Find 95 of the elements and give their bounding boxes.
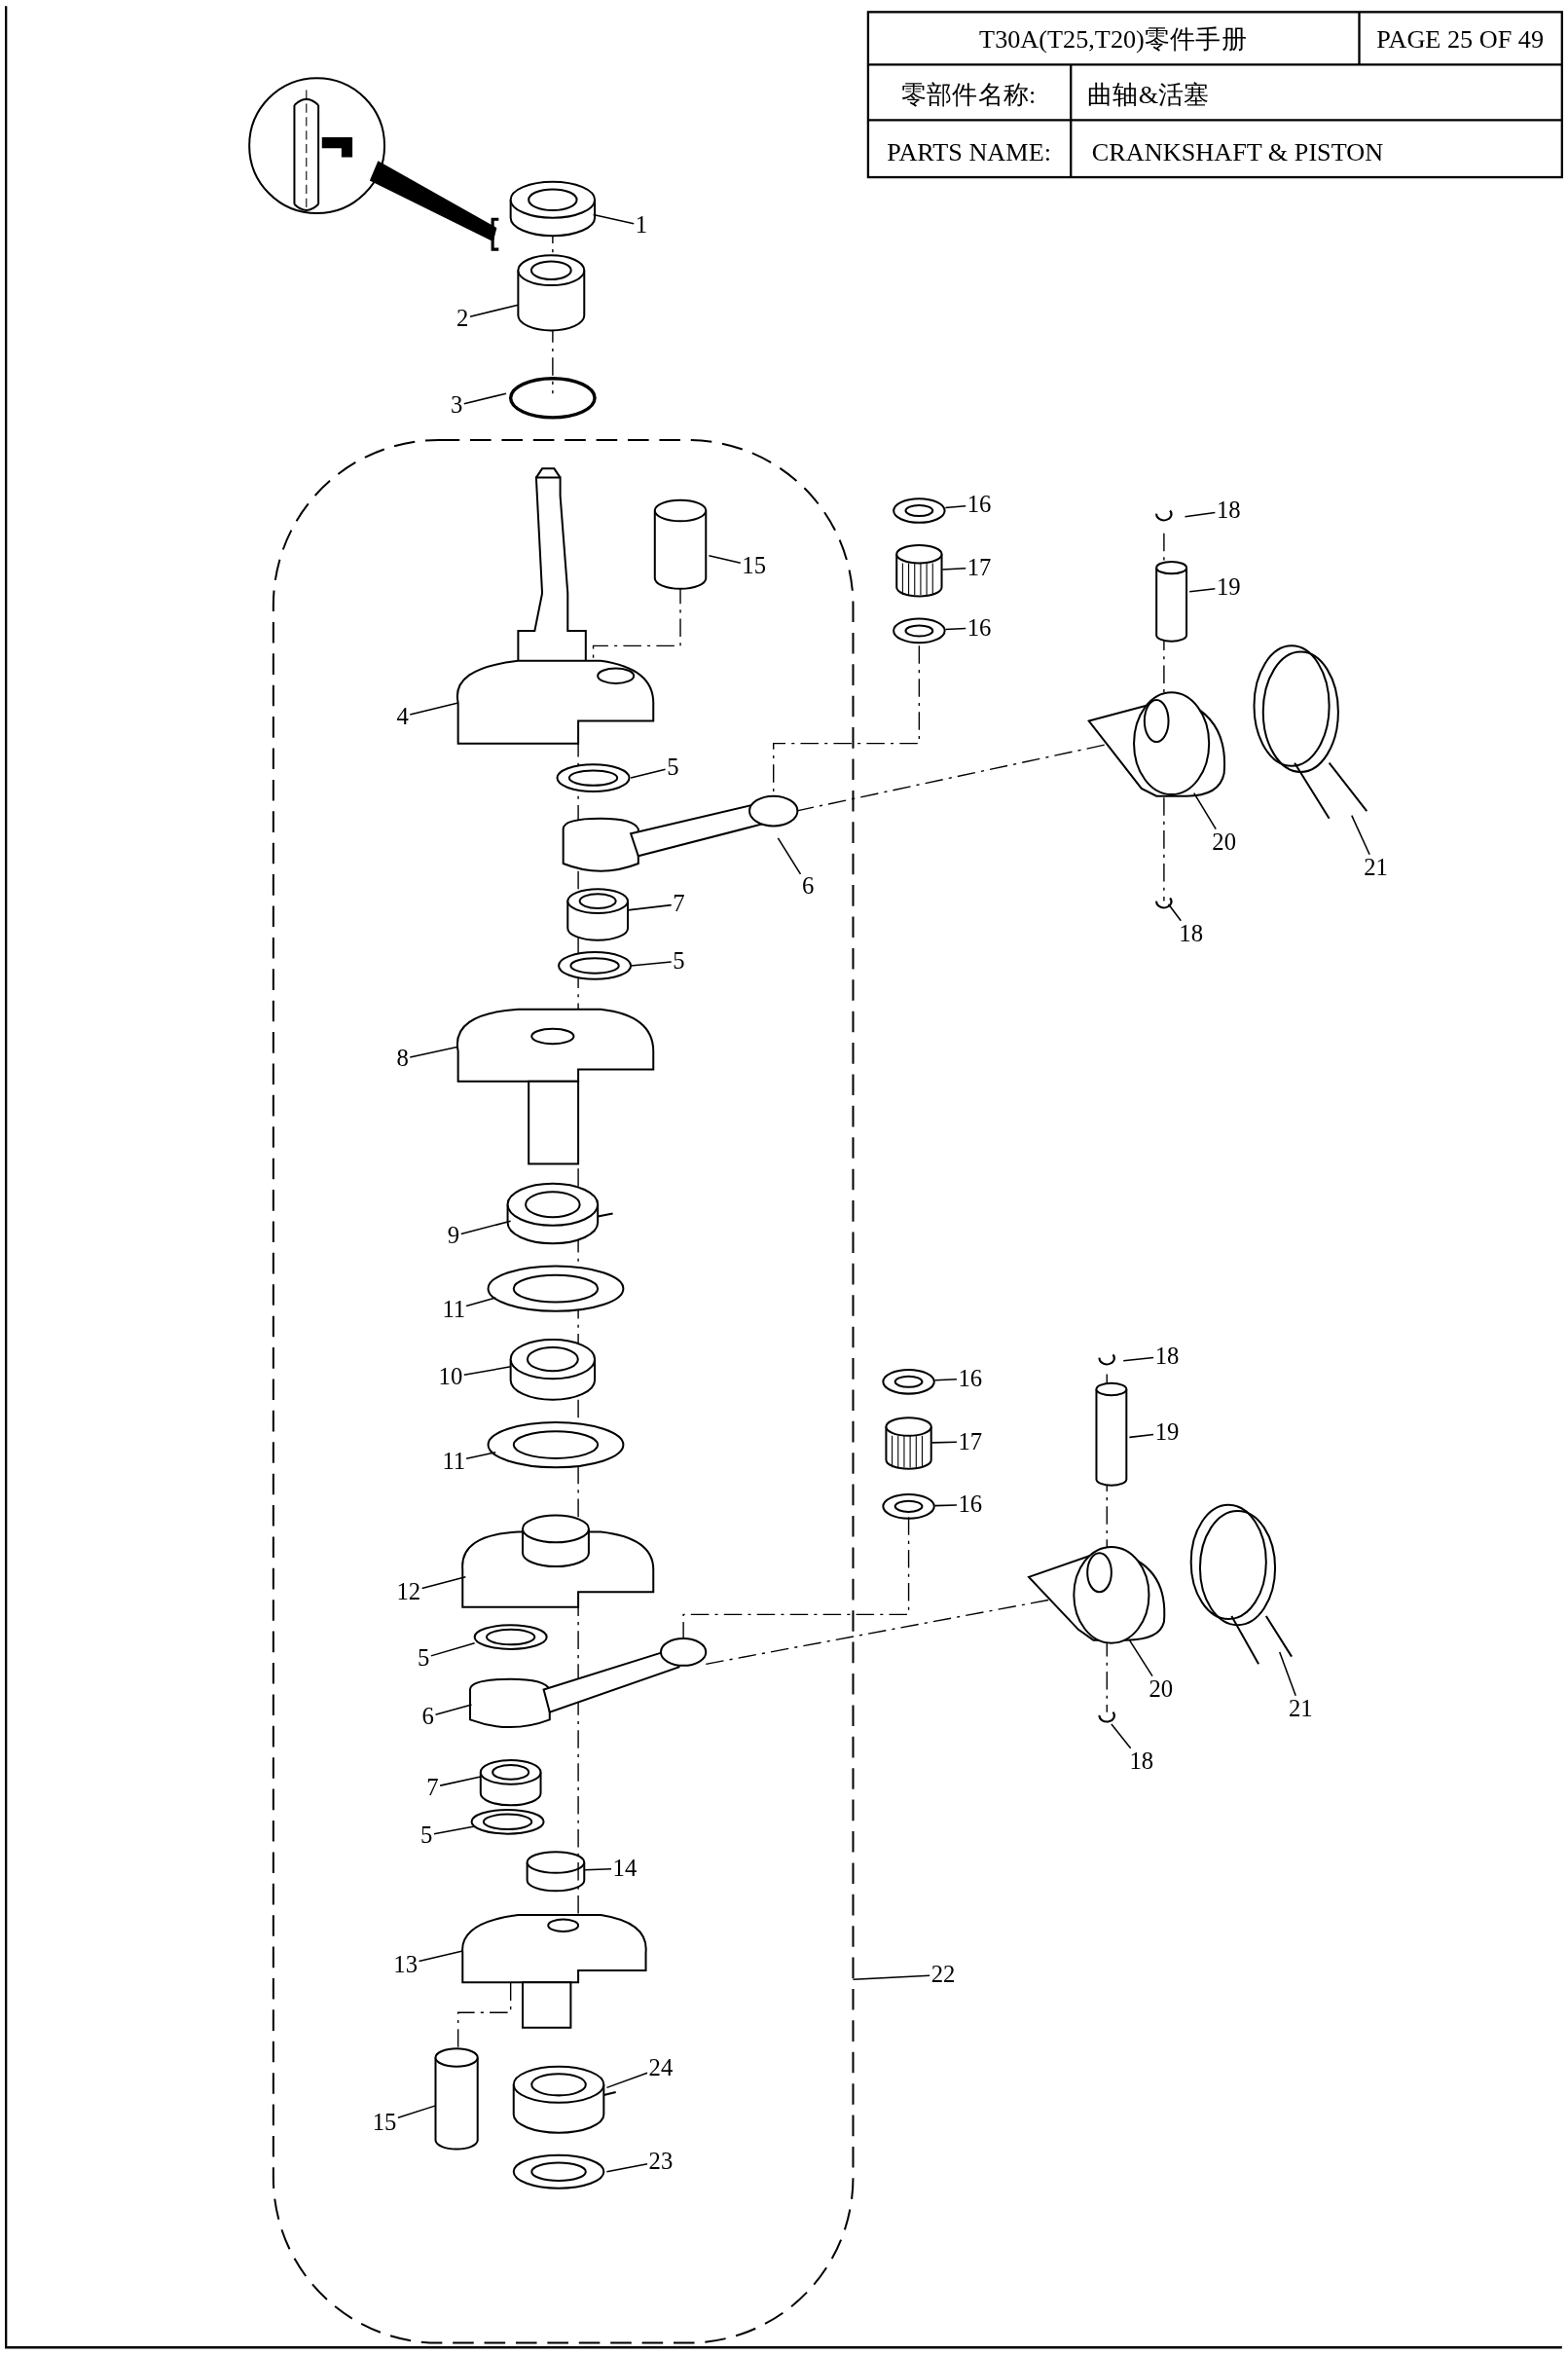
leader-line: [630, 961, 673, 967]
callout-number: 5: [673, 949, 685, 974]
callout-number: 21: [1364, 856, 1388, 880]
leader-line: [418, 1950, 464, 1963]
callout-number: 15: [372, 2110, 397, 2135]
callout-number: 9: [447, 1224, 460, 1248]
callout-number: 6: [421, 1704, 434, 1729]
callout-number: 7: [426, 1775, 439, 1800]
leader-line: [469, 304, 520, 317]
plug-drawing: [526, 1850, 586, 1893]
callout-number: 3: [450, 393, 463, 418]
leader-line: [1128, 1638, 1153, 1677]
leader-line: [463, 1366, 512, 1376]
leader-line: [463, 392, 507, 405]
leader-line: [1167, 902, 1183, 922]
callout-number: 19: [1216, 574, 1241, 600]
title-text: T30A(T25,T20)零件手册: [979, 26, 1247, 53]
callout-number: 14: [612, 1856, 638, 1881]
callout-number: 21: [1289, 1697, 1313, 1721]
callout-number: 11: [442, 1297, 466, 1322]
leader-line: [627, 903, 673, 911]
callout-number: 8: [396, 1047, 409, 1071]
leader-line: [409, 702, 459, 716]
leader-line: [459, 1220, 512, 1235]
callout-number: 2: [456, 306, 469, 331]
leader-line: [944, 504, 966, 509]
callout-number: 20: [1212, 830, 1236, 855]
washer-drawing: [881, 1368, 936, 1396]
leader-line: [630, 768, 667, 779]
washer-drawing: [892, 497, 947, 525]
leader-line: [465, 1452, 496, 1459]
leader-line: [1193, 791, 1217, 830]
callout-number: 12: [396, 1579, 421, 1604]
callout-number: 24: [648, 2055, 674, 2080]
callout-number: 19: [1154, 1420, 1180, 1446]
callout-number: 18: [1154, 1343, 1180, 1369]
callout-number: 22: [930, 1963, 956, 1987]
leader-line: [430, 1641, 476, 1657]
leader-line: [605, 2162, 648, 2173]
field-value: 曲轴&活塞: [1087, 82, 1210, 108]
leader-line: [397, 2105, 437, 2119]
callout-number: 17: [958, 1429, 983, 1454]
callout-number: 11: [442, 1449, 466, 1474]
leader-line: [852, 1974, 930, 1981]
leader-line: [1122, 1356, 1154, 1362]
callout-number: 13: [393, 1952, 418, 1977]
leader-line: [1128, 1433, 1154, 1439]
leader-line: [933, 1504, 958, 1507]
callout-number: 7: [673, 892, 685, 917]
leader-line: [592, 213, 635, 225]
callout-number: 10: [438, 1365, 463, 1389]
leader-line: [1278, 1651, 1296, 1697]
callout-number: 6: [802, 873, 815, 899]
bearing-drawing: [884, 1416, 933, 1471]
callout-number: 5: [420, 1822, 433, 1848]
leader-line: [434, 1704, 473, 1715]
leader-line: [465, 1297, 496, 1307]
washer-drawing: [881, 1492, 936, 1521]
leader-line: [941, 568, 966, 570]
leader-line: [1111, 1723, 1132, 1749]
leader-line: [420, 1576, 467, 1590]
callout-number: 18: [1179, 922, 1203, 946]
callout-number: 5: [418, 1645, 430, 1671]
callout-number: 16: [966, 615, 992, 641]
leader-line: [944, 627, 966, 631]
callout-number: 16: [958, 1366, 983, 1391]
field-label: 零部件名称:: [900, 82, 1037, 108]
leader-line: [605, 2072, 648, 2089]
leader-line: [409, 1046, 459, 1058]
callout-number: 18: [1216, 498, 1241, 523]
leader-line: [439, 1776, 482, 1786]
callout-number: 4: [396, 704, 409, 729]
callout-number: 18: [1129, 1749, 1154, 1774]
leader-line: [1184, 511, 1217, 518]
leader-line: [777, 837, 802, 875]
field-label: PARTS NAME:: [887, 138, 1051, 165]
callout-number: 16: [966, 493, 992, 517]
leader-line: [433, 1825, 476, 1835]
field-value: CRANKSHAFT & PISTON: [1091, 138, 1384, 165]
callout-number: 20: [1149, 1677, 1174, 1702]
page-number: PAGE 25 OF 49: [1376, 26, 1545, 53]
leader-line: [1188, 588, 1217, 593]
callout-number: 23: [648, 2149, 674, 2174]
callout-number: 5: [667, 755, 679, 780]
leader-line: [1351, 814, 1370, 856]
callout-number: 1: [635, 213, 648, 238]
bearing-drawing: [894, 543, 944, 598]
callout-number: 16: [958, 1492, 983, 1518]
leader-line: [933, 1379, 958, 1381]
leader-line: [584, 1867, 612, 1871]
leader-line: [930, 1441, 958, 1444]
washer-drawing: [892, 617, 947, 644]
callout-number: 17: [966, 555, 992, 580]
callout-number: 15: [742, 554, 766, 578]
leader-line: [708, 555, 742, 565]
